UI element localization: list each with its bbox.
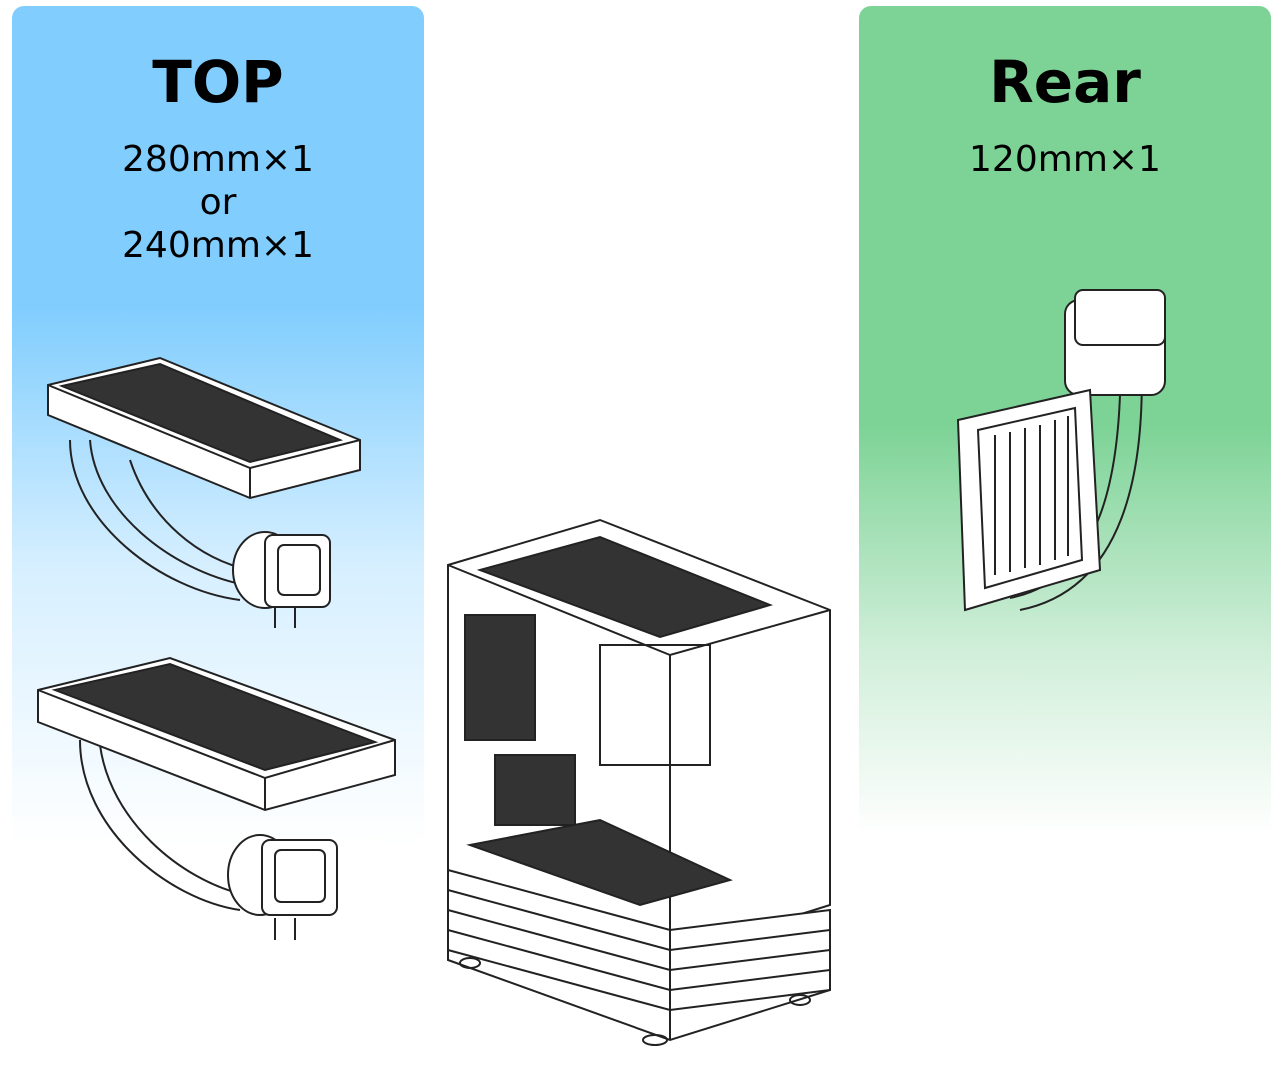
radiator-280-illustration	[47, 356, 361, 628]
rear-spec-120: 120mm×1	[969, 139, 1161, 180]
top-spec-or: or	[199, 182, 237, 223]
pc-case-illustration	[447, 518, 831, 1046]
radiator-120-illustration	[956, 289, 1166, 612]
top-spec-240: 240mm×1	[122, 225, 314, 266]
radiator-240-illustration	[37, 656, 396, 940]
rear-title: Rear	[989, 48, 1141, 116]
top-spec-280: 280mm×1	[122, 139, 314, 180]
top-title: TOP	[152, 48, 284, 116]
